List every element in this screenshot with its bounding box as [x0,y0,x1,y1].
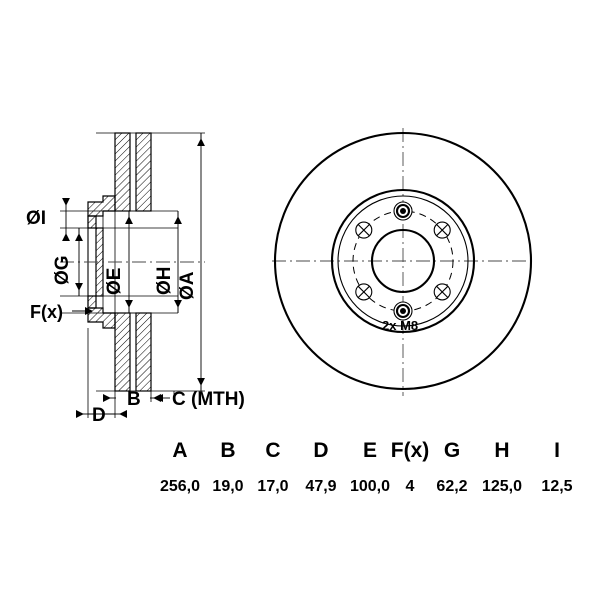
face-view: 2x M8 [272,128,534,396]
table-header-c: C [265,439,280,462]
label-d: D [92,405,106,426]
label-dia-a: ØA [177,271,198,300]
table-header-g: G [444,439,460,462]
table-header-a: A [172,439,187,462]
table-header-d: D [313,439,328,462]
disc-hat-upper [87,195,116,229]
dimension-dia-a: ØA [177,133,206,391]
cross-section-view: ØI ØG ØE ØH [26,132,245,426]
dimension-c: C (MTH) [153,389,245,410]
disc-hat-lower [87,295,116,329]
force-annotation: F(x) [30,302,93,322]
m8-hole-group [393,201,413,321]
table-header-h: H [494,439,509,462]
label-dia-i: ØI [26,208,46,229]
witness-lines [60,132,205,392]
table-value-row: 256,0 19,0 17,0 47,9 100,0 4 62,2 125,0 … [160,478,573,495]
dimension-dia-g: ØG [52,228,84,296]
dimension-table: A B C D E F(x) G H I 256,0 19,0 17,0 47,… [160,439,573,495]
dimension-d: D [75,405,128,426]
table-value-d: 47,9 [305,478,336,495]
m8-hole-bottom [393,301,413,321]
bolt-hole-lower-left [355,283,373,301]
table-value-b: 19,0 [212,478,243,495]
bottom-witness-lines [87,328,175,418]
table-value-a: 256,0 [160,478,200,495]
disc-outer-circle [273,131,533,391]
bolt-hole-upper-left [355,221,373,239]
table-header-e: E [363,439,377,462]
table-value-c: 17,0 [257,478,288,495]
dimension-dia-i: ØI [26,197,71,242]
m8-annotation-label: 2x M8 [382,318,418,333]
table-header-fx: F(x) [391,439,430,462]
table-header-i: I [554,439,560,462]
friction-ring-inner-circle [337,195,469,327]
label-b: B [127,389,141,410]
bolt-hole-group [355,221,451,301]
table-value-g: 62,2 [436,478,467,495]
hub-bore-circle [370,228,436,294]
friction-ring-lower [114,312,152,392]
dimension-b: B [102,389,164,410]
bolt-hole-lower-right [433,283,451,301]
bolt-hole-upper-right [433,221,451,239]
dimension-dia-h: ØH [154,211,183,313]
label-dia-h: ØH [154,267,175,296]
dimension-dia-e: ØE [104,211,134,313]
label-c: C (MTH) [172,389,245,410]
table-value-i: 12,5 [541,478,572,495]
m8-hole-top [393,201,413,221]
friction-ring-upper [114,132,152,212]
table-value-e: 100,0 [350,478,390,495]
label-dia-e: ØE [104,268,125,295]
friction-ring-outer-circle [330,188,476,334]
table-value-fx: 4 [406,478,415,495]
table-header-row: A B C D E F(x) G H I [172,439,560,462]
label-dia-g: ØG [52,255,73,285]
table-value-h: 125,0 [482,478,522,495]
table-header-b: B [220,439,235,462]
label-force: F(x) [30,302,63,322]
